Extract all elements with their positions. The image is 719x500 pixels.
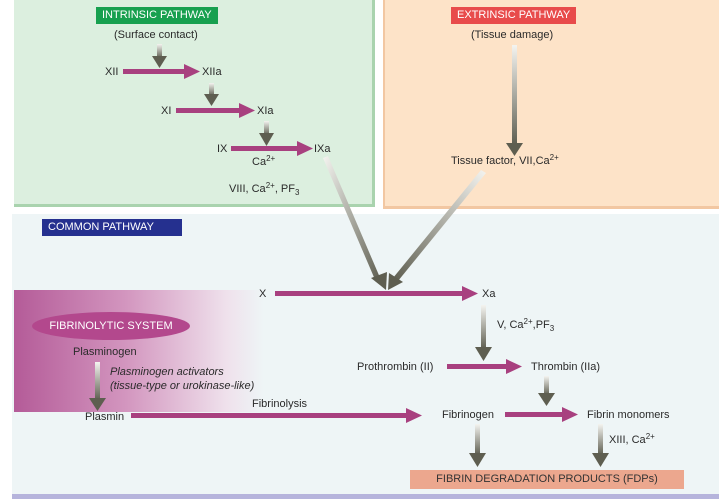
extrinsic-pathway-title: EXTRINSIC PATHWAY [451,7,577,24]
xiii-cofactors: XIII, Ca2+ [609,432,655,446]
fibrinolytic-system-panel [14,290,264,412]
factor-xii: XII [105,66,119,78]
plasmin-label: Plasmin [85,411,125,423]
arrow-prothrombin-to-thrombin [447,359,522,374]
factor-xia: XIa [257,105,274,117]
fibrinolytic-system-title: FIBRINOLYTIC SYSTEM [32,312,190,340]
arrow-tissue-factor-to-x [388,170,486,290]
intrinsic-pathway-panel [14,0,375,207]
tissue-damage-label: (Tissue damage) [471,29,554,41]
factor-xiia: XIIa [202,66,222,78]
fibrinogen-label: Fibrinogen [442,409,494,421]
activators-line2: (tissue-type or urokinase-like) [110,380,255,392]
thrombin-label: Thrombin (IIa) [531,361,601,373]
arrow-ixa-to-x [323,156,387,290]
arrow-thrombin-to-fibrin [538,376,555,406]
common-pathway-title: COMMON PATHWAY [42,219,182,236]
activators-line1: Plasminogen activators [110,366,224,378]
arrow-ix-to-ixa [231,141,313,156]
arrow-plasmin-to-fibrinogen [131,408,422,423]
intrinsic-pathway-title: INTRINSIC PATHWAY [96,7,218,24]
fdp-box: FIBRIN DEGRADATION PRODUCTS (FDPs) [410,470,684,489]
ca-label: Ca2+ [252,154,276,168]
surface-contact-label: (Surface contact) [114,29,198,41]
arrow-surface-to-xii [152,44,167,68]
arrow-fibrin-to-fdp [592,424,609,467]
tissue-factor-label: Tissue factor, VII,Ca2+ [451,153,559,167]
intrinsic-cofactors: VIII, Ca2+, PF3 [229,181,300,197]
extrinsic-pathway-panel [383,0,719,209]
arrow-xi-to-xia [176,103,255,118]
factor-ix: IX [217,143,228,155]
arrow-tissue-damage-to-factor [506,45,523,156]
factor-xi: XI [161,105,172,117]
arrow-xia-to-ix [259,121,274,146]
arrow-xiia-to-xi [204,83,219,106]
common-cofactors: V, Ca2+,PF3 [497,317,555,333]
plasminogen-label: Plasminogen [73,346,137,358]
fibrin-monomers-label: Fibrin monomers [587,409,670,421]
factor-xa: Xa [482,288,496,300]
fibrinolysis-label: Fibrinolysis [252,398,308,410]
factor-ixa: IXa [314,143,331,155]
arrow-fibrinogen-to-fdp [469,424,486,467]
arrow-plasminogen-to-plasmin [89,362,106,411]
arrow-x-to-xa [275,286,478,301]
arrow-xii-to-xiia [123,64,200,79]
prothrombin-label: Prothrombin (II) [357,361,434,373]
arrow-xa-to-thrombin [475,305,492,361]
arrow-fibrinogen-to-fibrin [505,407,578,422]
factor-x: X [259,288,267,300]
